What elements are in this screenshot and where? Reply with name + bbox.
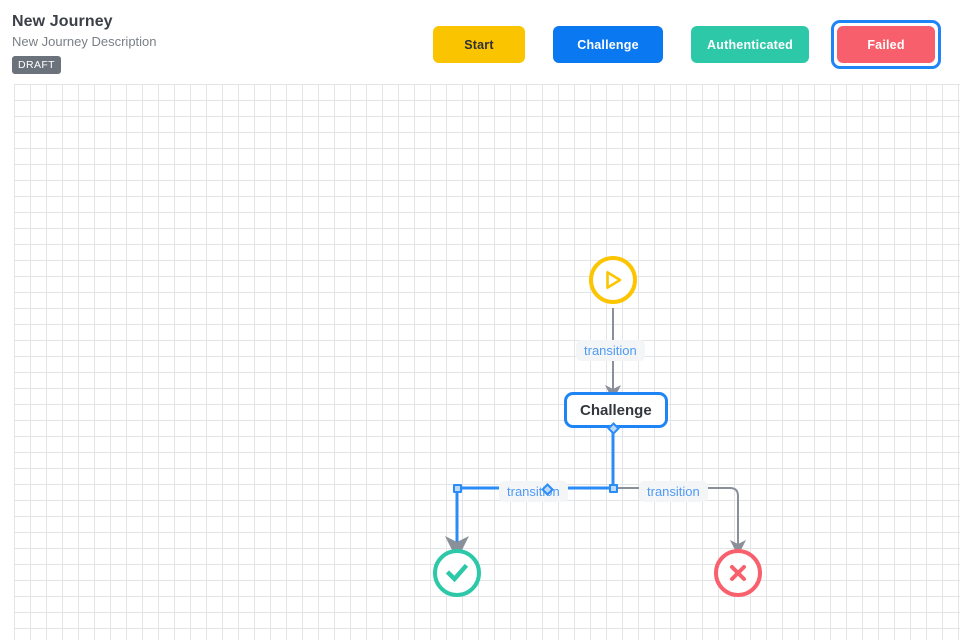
failed-node-circle[interactable] [714, 549, 762, 597]
flow-canvas[interactable]: transition Challenge transition transiti… [14, 84, 960, 640]
edge-line-junction-failed[interactable] [615, 487, 746, 556]
add-start-node-button[interactable]: Start [433, 26, 525, 63]
edge-label-start-challenge[interactable]: transition [576, 340, 645, 361]
add-failed-node-button[interactable]: Failed [837, 26, 935, 63]
page-header: New Journey New Journey Description DRAF… [0, 0, 978, 84]
edge-label-challenge-failed[interactable]: transition [639, 481, 708, 502]
node-type-palette: Start Challenge Authenticated Failed [427, 20, 941, 69]
authenticated-node-circle[interactable] [433, 549, 481, 597]
play-icon [606, 271, 622, 289]
flow-edges-layer [445, 308, 746, 560]
palette-slot-failed: Failed [831, 20, 941, 69]
palette-slot-authenticated: Authenticated [685, 20, 815, 69]
palette-slot-start: Start [427, 20, 531, 69]
challenge-node-box[interactable]: Challenge [564, 392, 668, 428]
flow-node-start[interactable] [589, 256, 637, 304]
flow-node-challenge[interactable]: Challenge [564, 392, 668, 428]
edge-label-challenge-authenticated[interactable]: transition [499, 481, 568, 502]
add-authenticated-node-button[interactable]: Authenticated [691, 26, 809, 63]
check-icon [445, 563, 469, 583]
page-title: New Journey [12, 13, 113, 30]
journey-meta: New Journey New Journey Description DRAF… [12, 12, 157, 74]
journey-description: New Journey Description [12, 34, 157, 49]
x-icon [730, 565, 746, 581]
flow-node-failed[interactable] [714, 549, 762, 597]
flow-node-authenticated[interactable] [433, 549, 481, 597]
palette-slot-challenge: Challenge [547, 20, 669, 69]
edge-junction-handle[interactable] [609, 484, 618, 493]
edge-left-corner-handle[interactable] [453, 484, 462, 493]
add-challenge-node-button[interactable]: Challenge [553, 26, 663, 63]
status-badge: DRAFT [12, 56, 61, 74]
start-node-circle[interactable] [589, 256, 637, 304]
